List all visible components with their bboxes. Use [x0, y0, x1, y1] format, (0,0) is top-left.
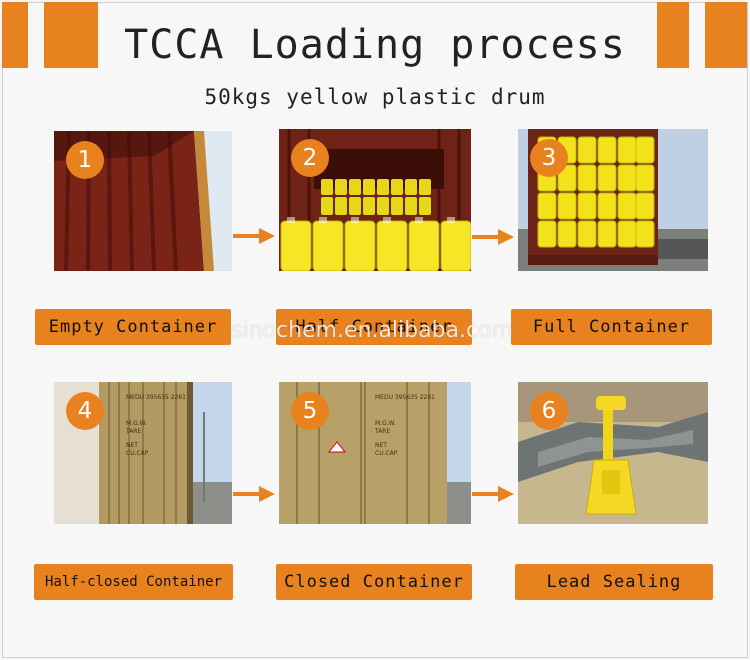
step-label-2: Half Container: [276, 309, 472, 345]
arrow-right-icon: [472, 486, 514, 502]
step-badge-5: 5: [291, 392, 329, 430]
step-badge-3: 3: [530, 139, 568, 177]
step-label-6: Lead Sealing: [515, 564, 713, 600]
arrow-right-icon: [233, 228, 275, 244]
photo-half-container: 2: [279, 129, 471, 271]
page-subtitle: 50kgs yellow plastic drum: [204, 85, 546, 109]
step-badge-2: 2: [291, 139, 329, 177]
step-label-1: Empty Container: [35, 309, 231, 345]
step-badge-1: 1: [66, 141, 104, 179]
corner-block-left-inner: [44, 2, 98, 68]
step-label-3: Full Container: [511, 309, 712, 345]
photo-empty-container: 1: [54, 131, 232, 271]
step-badge-4: 4: [66, 392, 104, 430]
photo-half-closed-container: MEDU 395635 2261 M.G.W. TARE NET CU.CAP.…: [54, 382, 232, 524]
photo-closed-container: MEDU 395635 2261 M.G.W. TARE NET CU.CAP.…: [279, 382, 471, 524]
container-markings: MEDU 395635 2261 M.G.W. TARE NET CU.CAP.: [126, 394, 186, 457]
corner-block-right-outer: [705, 2, 747, 68]
photo-lead-sealing: 6: [518, 382, 708, 524]
arrow-right-icon: [233, 486, 275, 502]
step-badge-6: 6: [530, 392, 568, 430]
photo-full-container: 3: [518, 129, 708, 271]
corner-block-left-outer: [2, 2, 28, 68]
step-label-4: Half-closed Container: [34, 564, 233, 600]
container-markings: MEDU 395635 2261 M.G.W. TARE NET CU.CAP.: [375, 394, 435, 457]
corner-block-right-inner: [657, 2, 689, 68]
page-title: TCCA Loading process: [124, 22, 626, 68]
arrow-right-icon: [472, 229, 514, 245]
step-label-5: Closed Container: [276, 564, 472, 600]
